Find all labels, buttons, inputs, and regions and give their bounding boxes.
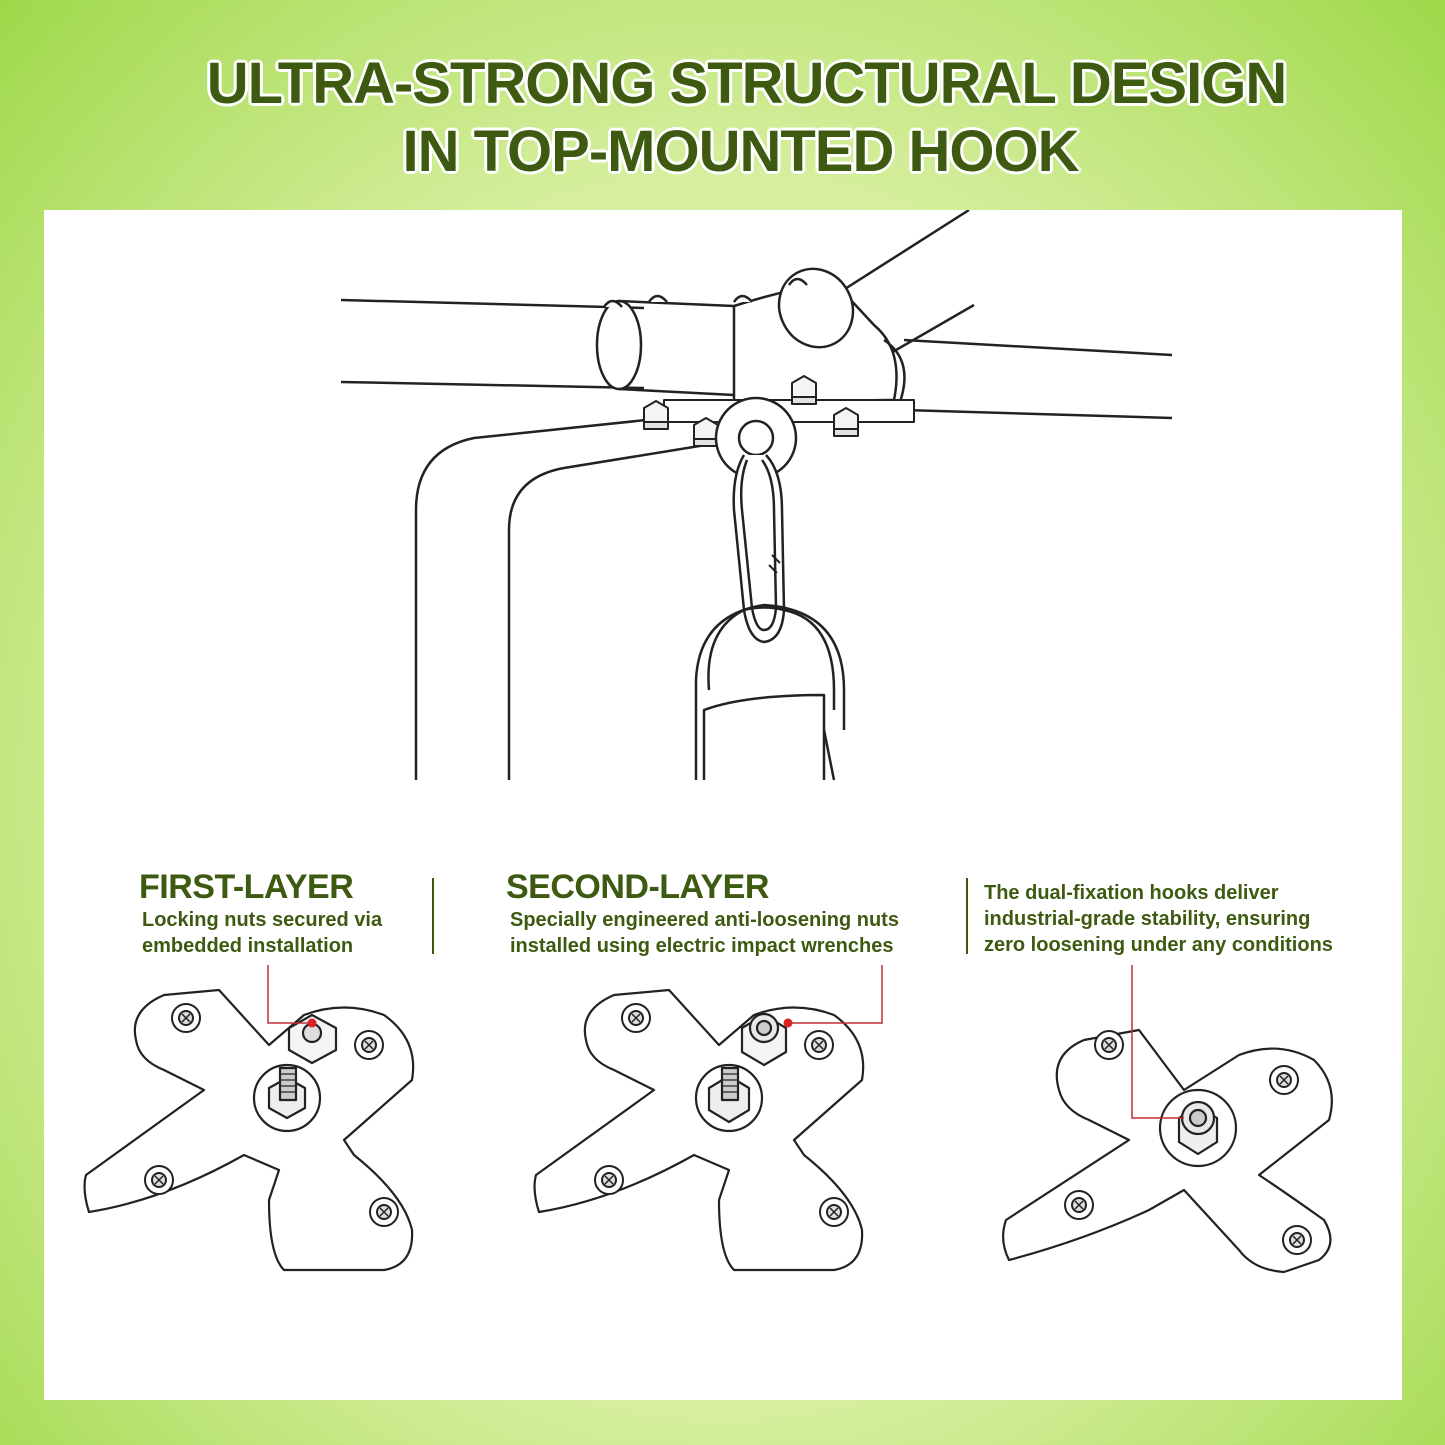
hook-diagram — [83, 210, 1333, 1274]
layer-3-text: The dual-fixation hooks deliver industri… — [984, 882, 1333, 956]
layer-2-title: SECOND-LAYER — [506, 868, 769, 906]
title-line-2: IN TOP-MOUNTED HOOK — [402, 119, 1080, 184]
callout-line-1 — [267, 965, 312, 1024]
layer-1-text: Locking nuts secured via embedded instal… — [142, 909, 383, 957]
diagram-panel: FIRST-LAYER Locking nuts secured via emb… — [44, 210, 1402, 1400]
bracket-first-layer — [83, 988, 415, 1272]
callout-line-3 — [1131, 965, 1184, 1119]
layer-2-text: Specially engineered anti-loosening nuts… — [510, 909, 899, 957]
frame-drawing — [340, 210, 1173, 781]
layer-1-title: FIRST-LAYER — [139, 868, 354, 906]
separator-1 — [432, 878, 434, 954]
title-line-1: ULTRA-STRONG STRUCTURAL DESIGN — [206, 51, 1287, 116]
callout-line-2 — [788, 965, 883, 1024]
separator-2 — [966, 878, 968, 954]
bracket-second-layer — [533, 988, 865, 1272]
bracket-dual-fixation — [1002, 1028, 1333, 1274]
